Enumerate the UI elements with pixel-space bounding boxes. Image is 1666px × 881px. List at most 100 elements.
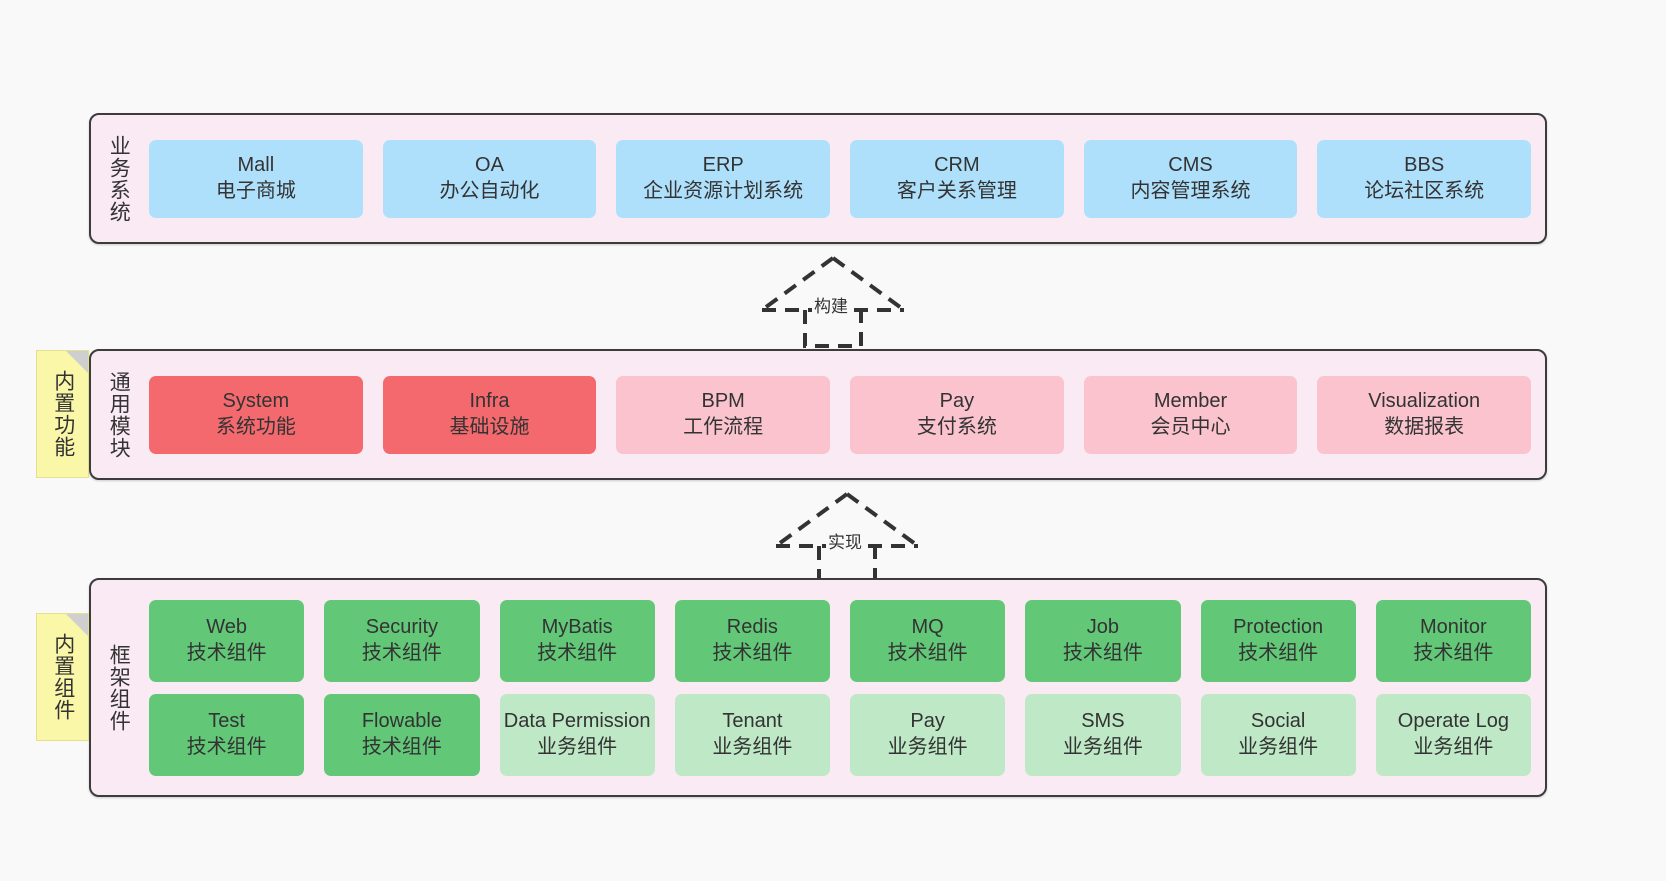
node-job-title: Job (1086, 615, 1119, 638)
business-row: Mall 电子商城 OA 办公自动化 ERP 企业资源计划系统 CRM 客户关系… (149, 139, 1532, 218)
node-operate-log-subtitle: 业务组件 (1413, 735, 1494, 758)
layer-framework-component-label: 框架组件 (107, 643, 131, 732)
node-social-subtitle: 业务组件 (1238, 735, 1319, 758)
node-oa-title: OA (475, 153, 504, 176)
layer-framework-component: 框架组件 Web 技术组件 Security 技术组件 MyBatis 技术组件… (89, 578, 1547, 797)
node-mybatis-title: MyBatis (541, 615, 613, 638)
node-crm-subtitle: 客户关系管理 (896, 179, 1017, 202)
node-system-subtitle: 系统功能 (215, 415, 296, 438)
node-redis[interactable]: Redis 技术组件 (674, 599, 830, 682)
arrow-implement-label: 实现 (826, 528, 864, 553)
node-mall[interactable]: Mall 电子商城 (149, 139, 363, 218)
node-web[interactable]: Web 技术组件 (149, 599, 305, 682)
node-social[interactable]: Social 业务组件 (1200, 693, 1356, 776)
node-security-subtitle: 技术组件 (361, 641, 442, 664)
node-cms[interactable]: CMS 内容管理系统 (1083, 139, 1298, 218)
node-monitor-subtitle: 技术组件 (1413, 641, 1494, 664)
layer-business-system-label: 业务系统 (107, 134, 131, 223)
node-redis-subtitle: 技术组件 (712, 641, 793, 664)
node-operate-log[interactable]: Operate Log 业务组件 (1375, 693, 1531, 776)
node-social-title: Social (1250, 709, 1306, 732)
node-data-permission-subtitle: 业务组件 (537, 735, 618, 758)
node-oa[interactable]: OA 办公自动化 (382, 139, 597, 218)
node-crm[interactable]: CRM 客户关系管理 (850, 139, 1064, 218)
node-protection-subtitle: 技术组件 (1238, 641, 1319, 664)
node-pay-module-title: Pay (939, 389, 975, 412)
node-sms-title: SMS (1081, 709, 1125, 732)
node-erp[interactable]: ERP 企业资源计划系统 (616, 139, 831, 218)
node-bpm[interactable]: BPM 工作流程 (616, 375, 831, 454)
node-pay-module-subtitle: 支付系统 (916, 415, 997, 438)
node-sms-subtitle: 业务组件 (1062, 735, 1143, 758)
node-web-title: Web (206, 615, 247, 638)
node-member-title: Member (1153, 389, 1228, 412)
layer-business-system-body: Mall 电子商城 OA 办公自动化 ERP 企业资源计划系统 CRM 客户关系… (145, 115, 1545, 242)
layer-business-system: 业务系统 Mall 电子商城 OA 办公自动化 ERP 企业资源计划系统 CRM… (89, 113, 1547, 244)
node-oa-subtitle: 办公自动化 (439, 179, 540, 202)
node-pay-component-title: Pay (910, 709, 945, 732)
layer-framework-component-body: Web 技术组件 Security 技术组件 MyBatis 技术组件 Redi… (145, 580, 1545, 795)
node-bbs[interactable]: BBS 论坛社区系统 (1317, 139, 1532, 218)
arrow-build-label: 构建 (812, 292, 850, 317)
node-operate-log-title: Operate Log (1397, 709, 1509, 732)
layer-common-module-body: System 系统功能 Infra 基础设施 BPM 工作流程 Pay 支付系统… (145, 351, 1545, 478)
common-row: System 系统功能 Infra 基础设施 BPM 工作流程 Pay 支付系统… (149, 375, 1532, 454)
node-mq[interactable]: MQ 技术组件 (850, 599, 1006, 682)
node-protection-title: Protection (1233, 615, 1324, 638)
node-security[interactable]: Security 技术组件 (324, 599, 480, 682)
node-mall-title: Mall (237, 153, 275, 176)
node-bbs-subtitle: 论坛社区系统 (1364, 179, 1485, 202)
node-tenant-title: Tenant (722, 709, 783, 732)
node-test-title: Test (208, 709, 245, 732)
node-bpm-title: BPM (701, 389, 745, 412)
node-data-permission[interactable]: Data Permission 业务组件 (499, 693, 655, 776)
node-monitor-title: Monitor (1420, 615, 1487, 638)
node-infra[interactable]: Infra 基础设施 (382, 375, 597, 454)
node-mq-subtitle: 技术组件 (887, 641, 968, 664)
node-pay-module[interactable]: Pay 支付系统 (850, 375, 1064, 454)
node-tenant[interactable]: Tenant 业务组件 (674, 693, 830, 776)
node-visualization[interactable]: Visualization 数据报表 (1317, 375, 1532, 454)
arrow-implement: 实现 (762, 490, 932, 586)
sticky-note-builtin-component: 内置组件 (36, 613, 89, 741)
node-job[interactable]: Job 技术组件 (1025, 599, 1181, 682)
node-visualization-title: Visualization (1368, 389, 1481, 412)
node-tenant-subtitle: 业务组件 (712, 735, 793, 758)
node-crm-title: CRM (934, 153, 980, 176)
layer-common-module: 通用模块 System 系统功能 Infra 基础设施 BPM 工作流程 Pay… (89, 349, 1547, 480)
node-protection[interactable]: Protection 技术组件 (1200, 599, 1356, 682)
framework-tech-row: Web 技术组件 Security 技术组件 MyBatis 技术组件 Redi… (149, 599, 1531, 682)
node-test[interactable]: Test 技术组件 (149, 693, 305, 776)
node-infra-title: Infra (469, 389, 510, 412)
node-system-title: System (222, 389, 290, 412)
node-system[interactable]: System 系统功能 (149, 375, 363, 454)
node-visualization-subtitle: 数据报表 (1384, 415, 1465, 438)
node-redis-title: Redis (726, 615, 778, 638)
node-bpm-subtitle: 工作流程 (683, 415, 764, 438)
arrow-build: 构建 (748, 254, 918, 350)
node-cms-subtitle: 内容管理系统 (1130, 179, 1251, 202)
node-web-subtitle: 技术组件 (186, 641, 267, 664)
framework-business-row: Test 技术组件 Flowable 技术组件 Data Permission … (149, 693, 1531, 776)
node-monitor[interactable]: Monitor 技术组件 (1375, 599, 1531, 682)
node-cms-title: CMS (1168, 153, 1213, 176)
node-pay-component-subtitle: 业务组件 (887, 735, 968, 758)
node-erp-subtitle: 企业资源计划系统 (643, 179, 804, 202)
node-job-subtitle: 技术组件 (1062, 641, 1143, 664)
node-security-title: Security (365, 615, 438, 638)
node-member[interactable]: Member 会员中心 (1083, 375, 1298, 454)
node-infra-subtitle: 基础设施 (449, 415, 530, 438)
node-erp-title: ERP (702, 153, 744, 176)
node-member-subtitle: 会员中心 (1150, 415, 1231, 438)
node-pay-component[interactable]: Pay 业务组件 (850, 693, 1006, 776)
node-mybatis-subtitle: 技术组件 (537, 641, 618, 664)
node-sms[interactable]: SMS 业务组件 (1025, 693, 1181, 776)
node-mybatis[interactable]: MyBatis 技术组件 (499, 599, 655, 682)
node-flowable[interactable]: Flowable 技术组件 (324, 693, 480, 776)
sticky-note-builtin-function: 内置功能 (36, 350, 89, 478)
node-flowable-subtitle: 技术组件 (361, 735, 442, 758)
layer-common-module-label: 通用模块 (107, 370, 131, 459)
node-data-permission-title: Data Permission (503, 709, 651, 732)
node-mq-title: MQ (911, 615, 944, 638)
